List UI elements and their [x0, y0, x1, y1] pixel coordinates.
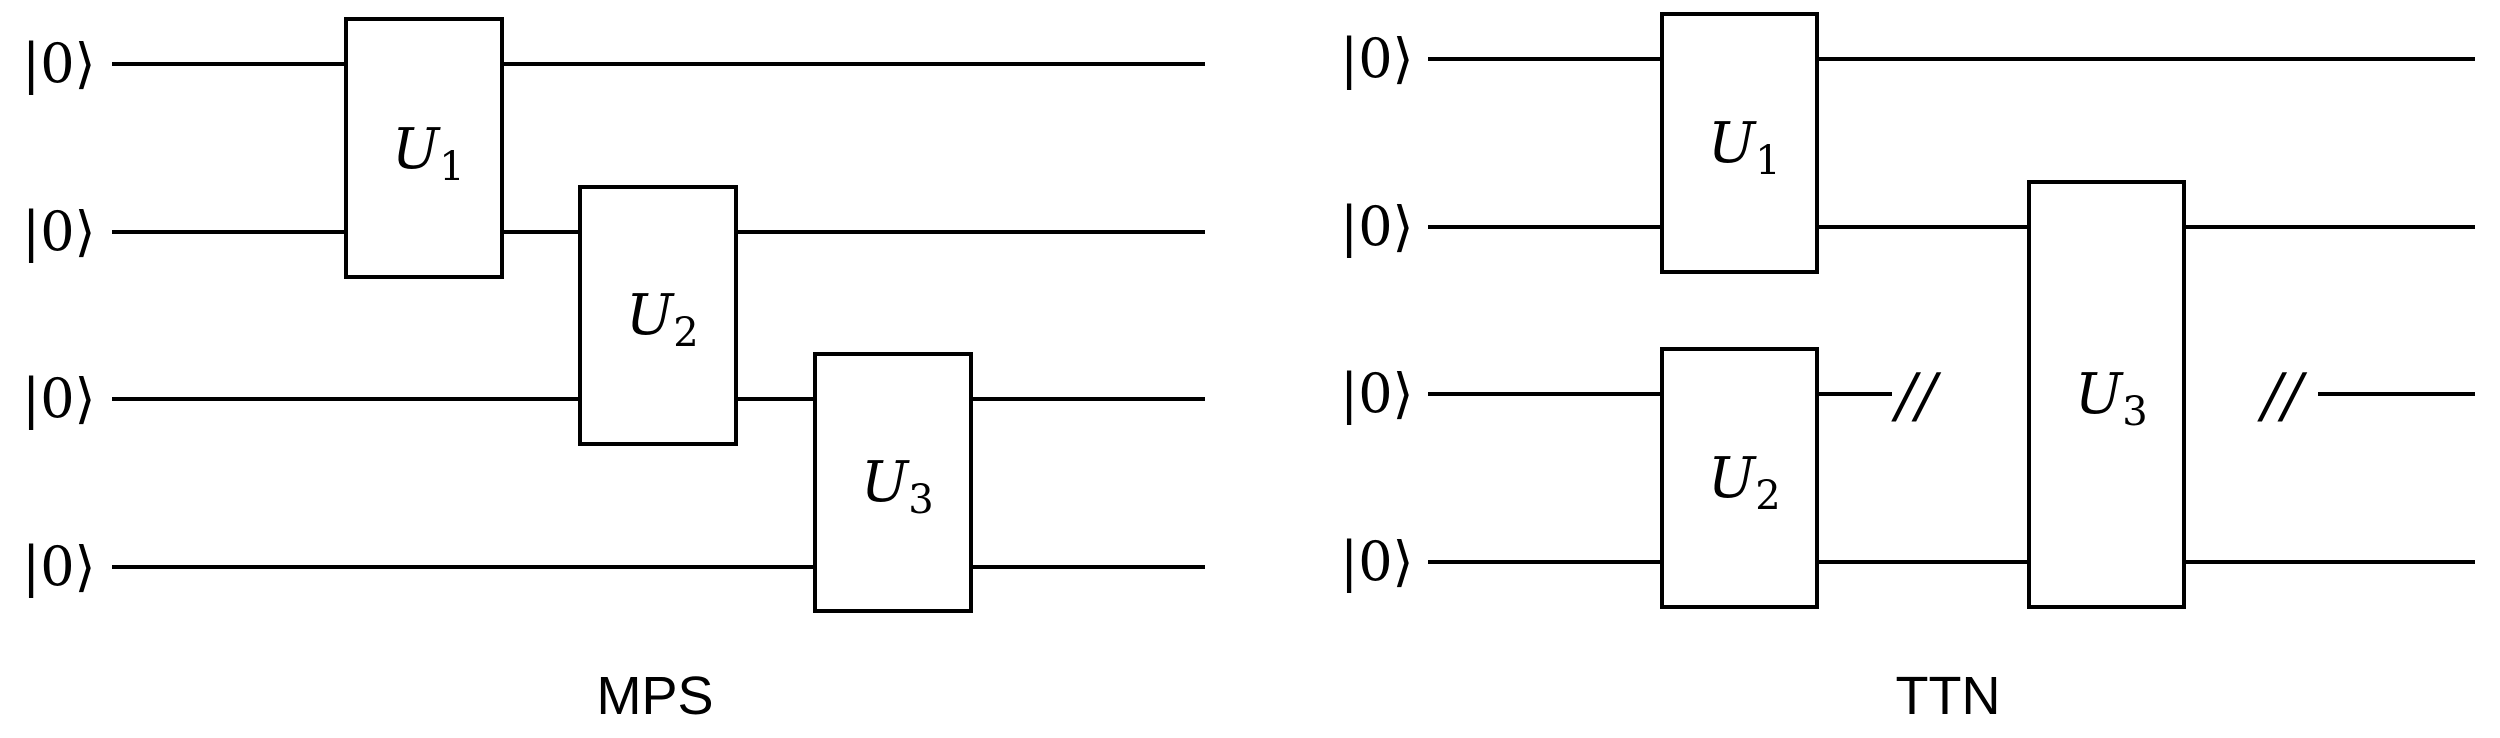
gate-u3: U3: [813, 352, 973, 613]
input-ket-q1: |0⟩: [1340, 27, 1414, 90]
gate-u3-symbol: U: [2075, 362, 2124, 427]
svg-text:U2: U2: [626, 283, 699, 356]
gate-u1-symbol: U: [392, 117, 441, 182]
gate-u2-symbol: U: [1708, 446, 1757, 511]
svg-text:U3: U3: [2075, 362, 2148, 435]
gate-u2-box: [1660, 347, 1819, 609]
input-ket-q1: |0⟩: [22, 32, 96, 95]
gate-u1: U1: [344, 17, 504, 279]
gate-u3-box: [2027, 180, 2186, 609]
gate-u2-box: [578, 185, 738, 446]
input-ket-q2: |0⟩: [1340, 195, 1414, 258]
gate-u1-symbol: U: [1708, 111, 1757, 176]
input-ket-q4: |0⟩: [22, 535, 96, 598]
gate-u1-index: 1: [439, 144, 464, 190]
svg-text:U1: U1: [1708, 111, 1781, 184]
input-ket-q3: |0⟩: [22, 367, 96, 430]
gate-u3: U3: [2027, 180, 2186, 609]
gate-u3-symbol: U: [861, 450, 910, 515]
panel-title-ttn: TTN: [1896, 666, 2001, 726]
input-ket-q3: |0⟩: [1340, 362, 1414, 425]
gate-u3-index: 3: [2122, 389, 2147, 435]
mps-panel: |0⟩ |0⟩ |0⟩ |0⟩ U1 U2 U3: [22, 17, 1205, 726]
gate-u3-box: [813, 352, 973, 613]
panel-title-mps: MPS: [596, 666, 713, 726]
svg-text:U3: U3: [861, 450, 934, 523]
gate-u1-index: 1: [1755, 138, 1780, 184]
gate-u2: U2: [1660, 347, 1819, 609]
input-ket-q4: |0⟩: [1340, 530, 1414, 593]
input-ket-q2: |0⟩: [22, 200, 96, 263]
ttn-panel: |0⟩ |0⟩ |0⟩ |0⟩ // // U1 U2: [1340, 12, 2475, 726]
gate-u2-index: 2: [1755, 473, 1780, 519]
gate-u3-index: 3: [908, 477, 933, 523]
gate-u2-index: 2: [673, 310, 698, 356]
gate-u2: U2: [578, 185, 738, 446]
gate-u1: U1: [1660, 12, 1819, 274]
wire-break-mark-left: //: [1891, 361, 1942, 431]
svg-text:U2: U2: [1708, 446, 1781, 519]
gate-u1-box: [344, 17, 504, 279]
wire-break-mark-right: //: [2257, 361, 2308, 431]
svg-text:U1: U1: [392, 117, 465, 190]
gate-u1-box: [1660, 12, 1819, 274]
gate-u2-symbol: U: [626, 283, 675, 348]
